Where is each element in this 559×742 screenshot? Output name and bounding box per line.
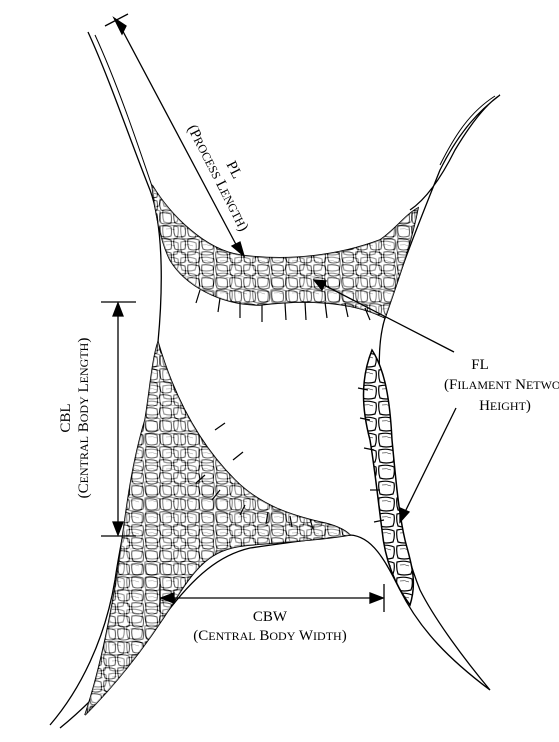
cbw-abbr: CBW	[253, 609, 288, 625]
fl-abbr: FL	[471, 357, 489, 373]
cbw-label: CBW (CENTRAL BODY WIDTH)	[193, 609, 346, 644]
filament-network-top	[150, 180, 420, 320]
cbl-abbr: CBL	[58, 403, 74, 432]
filament-network-left	[80, 340, 355, 720]
filament-network-right	[364, 350, 414, 605]
pl-full: (PROCESS LENGTH)	[184, 122, 252, 234]
cbl-full: (CENTRAL BODY LENGTH)	[76, 338, 92, 499]
pl-label: PL (PROCESS LENGTH)	[184, 114, 268, 234]
cyst-outline-inner	[95, 35, 495, 195]
fl-label: FL (FILAMENT NETWORK HEIGHT)	[444, 357, 559, 414]
cbw-dimension	[160, 584, 384, 612]
fl-line2: HEIGHT)	[479, 398, 531, 414]
cbw-full: (CENTRAL BODY WIDTH)	[193, 628, 346, 644]
cbl-label: CBL (CENTRAL BODY LENGTH)	[58, 338, 92, 499]
fl-line1: (FILAMENT NETWORK	[444, 377, 559, 393]
